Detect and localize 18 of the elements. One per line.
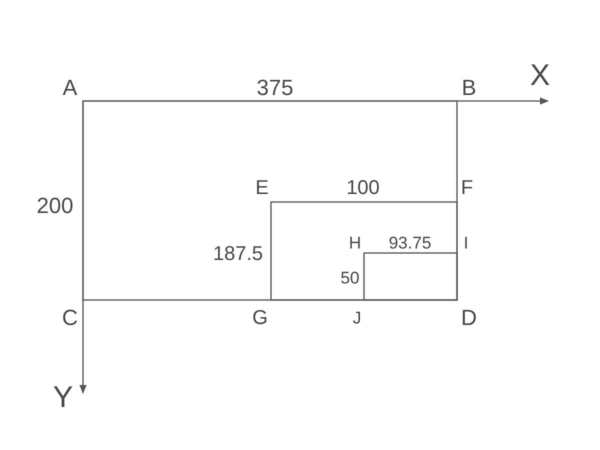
point-label: J (352, 310, 362, 326)
point-label: G (252, 308, 268, 328)
point-label: E (255, 178, 269, 198)
point-label: B (462, 77, 476, 99)
point-label: A (62, 77, 78, 99)
point-label: C (62, 307, 78, 329)
dimension-label: 187.5 (212, 244, 264, 264)
point-label: H (348, 234, 362, 252)
dimension-label: 93.75 (388, 234, 432, 252)
axis-label: X (530, 61, 550, 91)
point-label: F (460, 178, 474, 198)
axis-label: Y (53, 383, 73, 413)
point-label: D (461, 307, 477, 329)
dimension-label: 200 (36, 195, 74, 217)
point-label: I (464, 234, 468, 252)
dimension-label: 100 (346, 178, 380, 198)
dimension-label: 375 (256, 77, 294, 99)
dimension-label: 50 (340, 270, 360, 286)
